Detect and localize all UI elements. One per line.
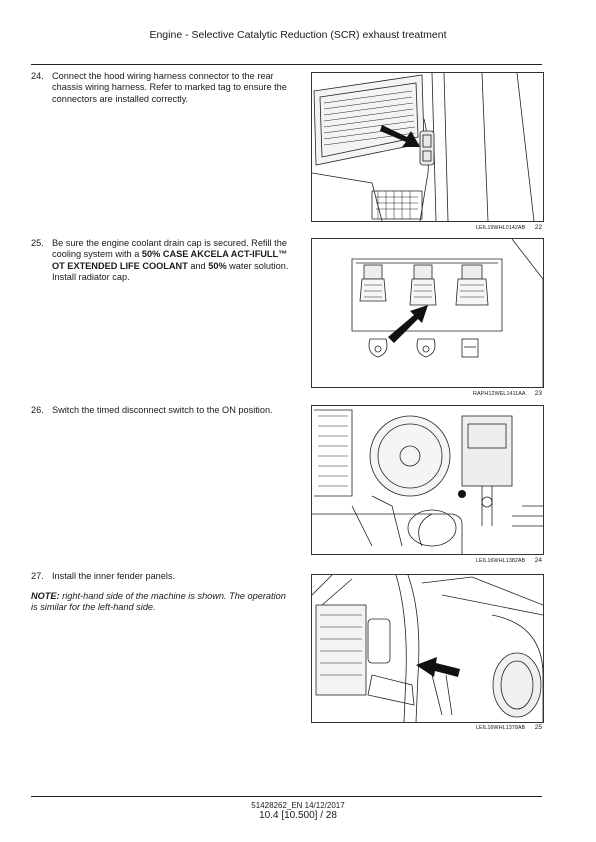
step-number: 25. — [31, 238, 44, 248]
step-number: 27. — [31, 571, 44, 581]
figure-number: 23 — [534, 390, 542, 397]
step-24: 24. Connect the hood wiring harness conn… — [31, 71, 293, 105]
step-text: Switch the timed disconnect switch to th… — [52, 405, 273, 415]
figure-22-caption: LEIL19WHL0142AB 22 — [311, 224, 542, 231]
footer-page-number: 10.4 [10.500] / 28 — [259, 810, 337, 821]
step-text: Be sure the engine coolant drain cap is … — [52, 238, 289, 283]
figure-code: LEIL16WHL1378AB — [476, 725, 526, 731]
figure-code: LEIL16WHL1382AB — [476, 558, 526, 564]
note-paragraph: NOTE: right-hand side of the machine is … — [31, 591, 293, 614]
footer-document-id: 51428262_EN 14/12/2017 — [251, 801, 345, 810]
step-25: 25. Be sure the engine coolant drain cap… — [31, 238, 293, 284]
figure-22-image — [311, 72, 544, 222]
step-number: 24. — [31, 71, 44, 81]
note-text: right-hand side of the machine is shown.… — [31, 591, 286, 613]
figure-25-caption: LEIL16WHL1378AB 25 — [311, 724, 542, 731]
step-26: 26. Switch the timed disconnect switch t… — [31, 405, 293, 416]
step-number: 26. — [31, 405, 44, 415]
page-header-title: Engine - Selective Catalytic Reduction (… — [149, 29, 447, 41]
footer-divider — [31, 796, 542, 797]
header-divider — [31, 64, 542, 65]
figure-25-image — [311, 574, 544, 723]
figure-number: 22 — [534, 224, 542, 231]
figure-code: RAPH12WEL1411AA — [473, 391, 526, 397]
figure-24-caption: LEIL16WHL1382AB 24 — [311, 557, 542, 564]
figure-code: LEIL19WHL0142AB — [476, 225, 526, 231]
figure-23-caption: RAPH12WEL1411AA 23 — [311, 390, 542, 397]
figure-number: 25 — [534, 724, 542, 731]
figure-24-image — [311, 405, 544, 555]
step-text: Connect the hood wiring harness connecto… — [52, 71, 287, 104]
figure-23-image — [311, 238, 544, 388]
step-text: Install the inner fender panels. — [52, 571, 176, 581]
figure-number: 24 — [534, 557, 542, 564]
step-27: 27. Install the inner fender panels. — [31, 571, 293, 582]
note-label: NOTE: — [31, 591, 60, 601]
